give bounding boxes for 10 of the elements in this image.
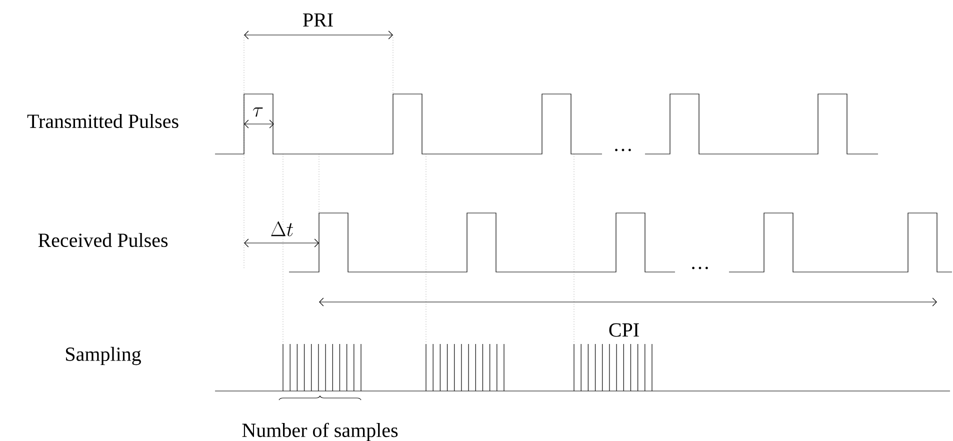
brace-label: Number of samples xyxy=(242,422,398,441)
dimension-label: PRI xyxy=(303,13,333,27)
dimension-label: $\Delta t$ xyxy=(271,221,294,236)
ellipsis: … xyxy=(615,148,631,152)
row-label: Transmitted Pulses xyxy=(27,114,178,128)
row-label: Received Pulses xyxy=(38,232,168,248)
dimension-label: $\tau$ xyxy=(252,108,263,117)
ellipsis: … xyxy=(692,266,708,270)
dimension-label: CPI xyxy=(609,323,639,337)
row-label: Sampling xyxy=(66,346,141,366)
